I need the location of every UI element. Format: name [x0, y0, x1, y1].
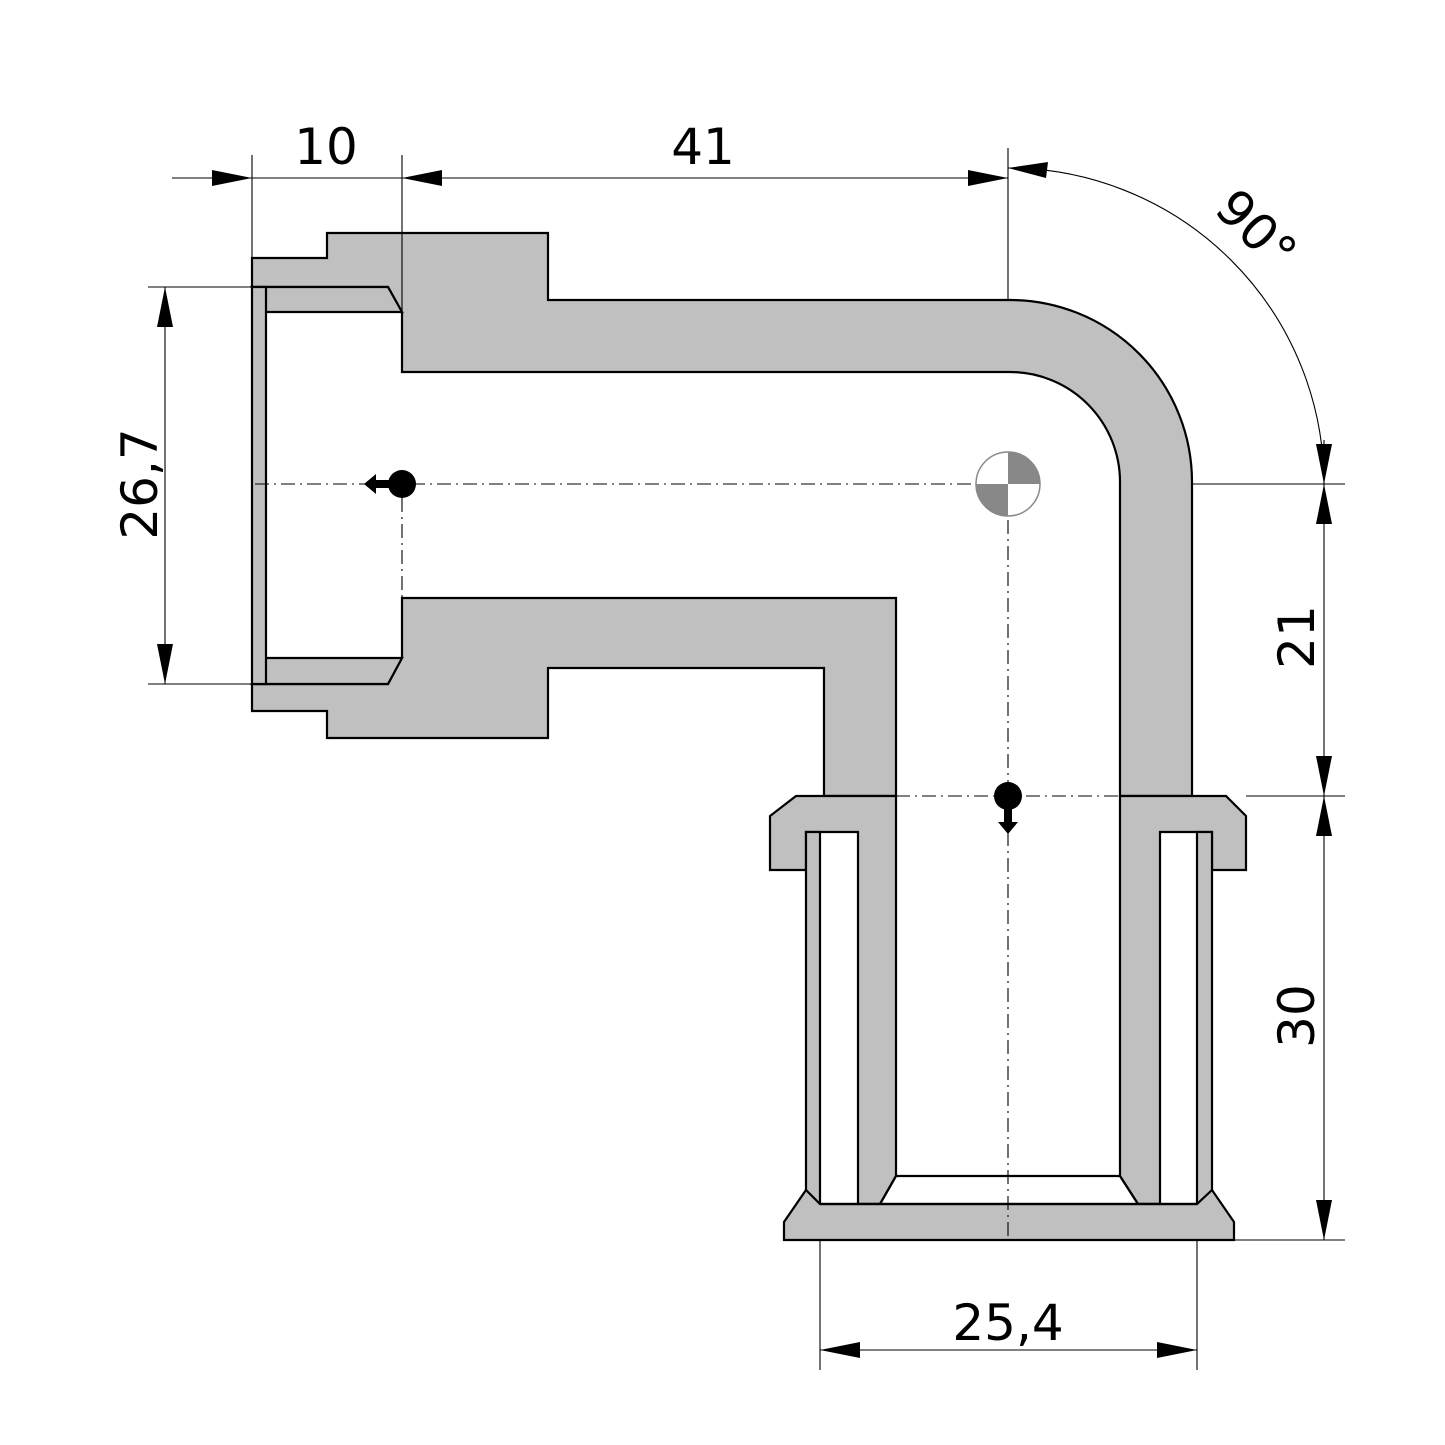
sleeve-right-collar — [1118, 794, 1248, 1206]
dimension-left: 26,7 — [111, 286, 252, 685]
dimension-bottom: 25,4 — [819, 1240, 1198, 1370]
center-mark-icon — [975, 451, 1041, 517]
sleeve-right-wall — [1195, 830, 1214, 1206]
left-port-face — [250, 285, 268, 686]
inner-chamfer — [879, 1174, 1139, 1205]
inner-wall — [250, 596, 898, 798]
left-thread-lower — [250, 656, 404, 686]
dim-21-label: 21 — [1268, 605, 1326, 669]
left-thread-upper — [250, 285, 404, 314]
dim-10-label: 10 — [294, 118, 358, 176]
dim-25-4-label: 25,4 — [952, 1294, 1063, 1352]
sleeve-left-collar — [768, 794, 898, 1206]
outer-wall — [250, 231, 1194, 798]
dim-26-7-label: 26,7 — [111, 428, 169, 539]
fitting-body — [250, 231, 1248, 1242]
sleeve-left-wall — [804, 830, 822, 1206]
dim-30-label: 30 — [1268, 984, 1326, 1048]
dim-angle-label: 90° — [1204, 178, 1308, 282]
insertion-marker-bottom-icon — [994, 782, 1022, 834]
dim-41-label: 41 — [671, 118, 735, 176]
dimension-right: 21 30 — [1192, 440, 1345, 1241]
insertion-marker-left-icon — [364, 470, 416, 498]
bottom-ring — [782, 1188, 1236, 1242]
dimension-top: 10 41 — [172, 118, 1009, 312]
